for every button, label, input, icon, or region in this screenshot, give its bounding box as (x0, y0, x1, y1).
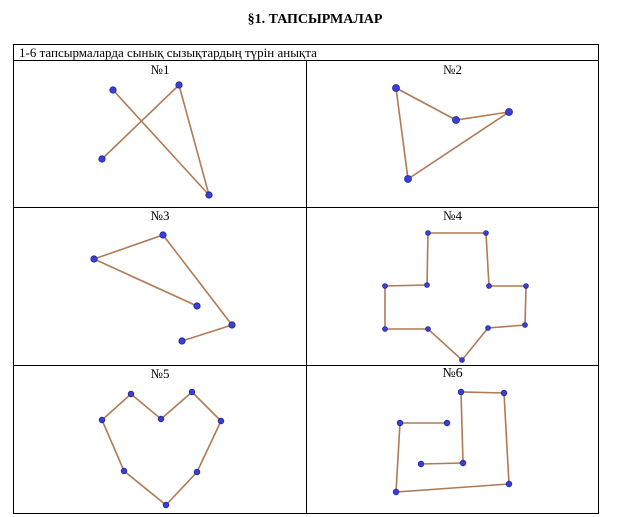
task-number-4: №4 (443, 208, 462, 223)
polyline-figure-6 (392, 388, 513, 496)
vertex-point (178, 337, 186, 345)
vertex-point (98, 416, 106, 424)
vertex-point (205, 191, 213, 199)
vertex-point (90, 255, 98, 263)
vertex-point (109, 86, 117, 94)
task-number-6: №6 (442, 366, 463, 381)
instruction-row: 1-6 тапсырмаларда сынық сызықтардың түрі… (14, 45, 598, 61)
vertex-point (404, 175, 412, 183)
task-table: 1-6 тапсырмаларда сынық сызықтардың түрі… (13, 44, 599, 514)
vertex-point (486, 283, 492, 289)
vertex-point (424, 282, 430, 288)
row-divider (14, 207, 598, 208)
task-cell-5: №5 (14, 366, 306, 514)
task-number-3: №3 (150, 208, 170, 223)
vertex-point (162, 501, 170, 509)
vertex-point (193, 468, 201, 476)
polyline-figure-4 (382, 230, 529, 363)
vertex-point (459, 459, 467, 467)
polyline-segments (101, 390, 222, 507)
vertex-point (127, 390, 135, 398)
vertex-point (382, 283, 388, 289)
vertex-point (392, 84, 400, 92)
polyline-segments (395, 391, 510, 493)
polyline-figure-3 (90, 231, 236, 345)
vertex-point (452, 116, 460, 124)
page-title: §1. ТАПСЫРМАЛАР (247, 12, 383, 27)
vertex-point (443, 419, 451, 427)
vertex-point (485, 325, 491, 331)
vertex-point (120, 467, 128, 475)
polyline-segments (101, 83, 210, 196)
vertex-point (505, 108, 513, 116)
polyline-figure-1 (98, 81, 213, 199)
task-cell-1: №1 (14, 62, 306, 207)
vertex-point (193, 302, 201, 310)
vertex-point (396, 419, 404, 427)
vertex-point (228, 321, 236, 329)
task-number-5: №5 (150, 366, 170, 381)
vertex-point (175, 81, 183, 89)
vertex-point (522, 322, 528, 328)
polyline-figure-2 (392, 84, 513, 183)
vertex-point (425, 326, 431, 332)
task-cell-6: №6 (307, 366, 598, 514)
polyline-figure-5 (98, 388, 225, 509)
vertex-point (188, 388, 196, 396)
vertex-point (505, 480, 513, 488)
vertex-point (500, 389, 508, 397)
polyline-segments (395, 87, 510, 181)
polyline-segments (384, 232, 527, 362)
polyline-segments (91, 234, 234, 342)
vertex-point (523, 283, 529, 289)
vertex-point (392, 488, 400, 496)
vertex-point (457, 388, 465, 396)
vertex-point (217, 417, 225, 425)
row-divider (14, 365, 598, 366)
task-cell-3: №3 (14, 208, 306, 365)
vertex-point (425, 230, 431, 236)
task-number-1: №1 (150, 62, 170, 77)
task-number-2: №2 (443, 62, 462, 77)
vertex-point (483, 230, 489, 236)
vertex-point (159, 231, 167, 239)
task-cell-2: №2 (307, 62, 598, 207)
task-cell-4: №4 (307, 208, 598, 365)
column-divider (306, 61, 307, 514)
vertex-point (459, 357, 465, 363)
vertex-point (98, 155, 106, 163)
vertex-point (417, 460, 425, 468)
vertex-point (157, 415, 165, 423)
vertex-point (382, 326, 388, 332)
